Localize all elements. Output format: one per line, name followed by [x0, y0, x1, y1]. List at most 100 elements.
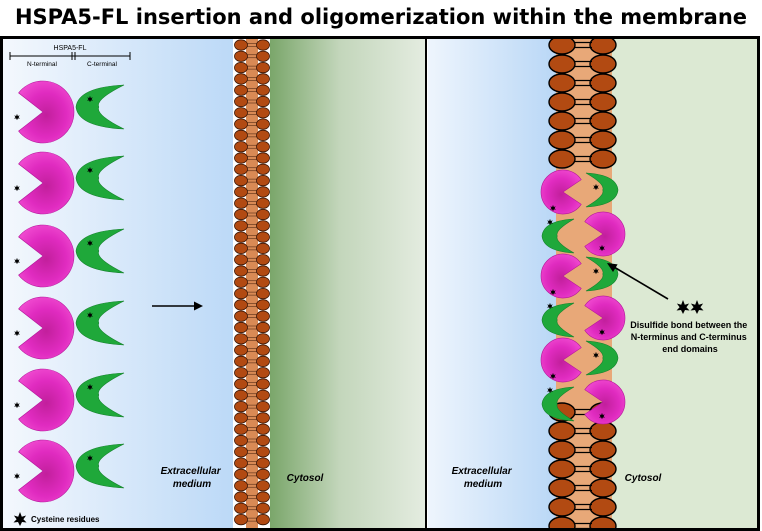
right-panel: Disulfide bond between the N-terminus an… [428, 36, 758, 531]
lipid-head-inner [589, 92, 617, 112]
lipid-head-left [234, 434, 248, 447]
lipid-head-outer [548, 516, 576, 531]
figure-frame [0, 36, 760, 531]
lipid-head-left [234, 333, 248, 345]
lipid-head-left [234, 513, 248, 526]
lipid-head-right [256, 208, 270, 221]
lipid-head-right [256, 220, 270, 232]
cysteine-residue-icon [87, 239, 93, 247]
lipid-head-left [234, 423, 248, 435]
n-terminal-domain [18, 151, 75, 215]
insertion-arrow [152, 301, 203, 311]
lipid-head-left [234, 355, 248, 367]
cytosol-label-left: Cytosol [287, 473, 324, 484]
lipid-head-right [256, 39, 270, 51]
cysteine-residue-icon [87, 383, 93, 391]
scale-bar-label: HSPA5-FL [54, 45, 87, 52]
lipid-head-outer [548, 130, 576, 150]
cysteine-residue-icon [550, 372, 556, 380]
disulfide-star-icon [676, 300, 690, 314]
lipid-head-right [256, 412, 270, 424]
lipid-head-right [256, 355, 270, 367]
lipid-head-inner [589, 73, 617, 93]
cytosol-region-right [612, 39, 758, 528]
c-terminal-domain [585, 172, 619, 208]
lipid-head-outer [548, 478, 576, 498]
lipid-head-right [256, 310, 270, 322]
n-terminal-domain [584, 379, 626, 425]
disulfide-annotation: Disulfide bond between the N-terminus an… [630, 320, 750, 354]
lipid-head-left [234, 129, 248, 142]
lipid-head-outer [548, 92, 576, 112]
lipid-head-right [256, 50, 270, 62]
lipid-head-outer [548, 440, 576, 460]
lipid-head-right [256, 152, 270, 164]
lipid-head-right [256, 186, 270, 198]
cysteine-residue-icon [599, 244, 605, 252]
cysteine-residue-icon [593, 267, 599, 275]
c-terminal-label: C-terminal [87, 61, 118, 68]
cysteine-residue-icon [599, 328, 605, 336]
lipid-head-right [256, 299, 270, 311]
lipid-head-left [234, 50, 248, 62]
lipid-head-inner [589, 516, 617, 531]
lipid-head-right [256, 502, 270, 514]
lipid-head-left [234, 389, 248, 401]
c-terminal-domain [75, 300, 125, 346]
lipid-head-left [234, 378, 248, 390]
n-terminal-domain [540, 253, 582, 299]
lipid-head-right [256, 231, 270, 243]
lipid-head-right [256, 107, 270, 119]
lipid-head-left [234, 491, 248, 503]
lipid-head-right [256, 367, 270, 379]
lipid-head-right [256, 242, 270, 254]
lipid-head-left [234, 480, 248, 492]
c-terminal-domain [541, 218, 575, 254]
lipid-head-right [256, 513, 270, 526]
lipid-head-outer [548, 459, 576, 479]
n-terminal-domain [584, 295, 626, 341]
lipid-head-right [256, 62, 270, 74]
lipid-head-left [234, 367, 248, 379]
lipid-head-right [256, 468, 270, 480]
lipid-head-outer [548, 73, 576, 93]
extracellular-line2: medium [464, 479, 502, 490]
cysteine-residue-icon [87, 311, 93, 319]
n-terminal-domain [18, 439, 75, 503]
hspa5-monomers [14, 80, 125, 503]
lipid-bilayer-left [234, 39, 270, 528]
lipid-head-inner [589, 149, 617, 169]
lipid-head-left [234, 446, 248, 458]
membrane-core-left [246, 39, 258, 528]
lipid-head-outer [548, 497, 576, 517]
cysteine-residue-icon [599, 412, 605, 420]
annotation-line1: Disulfide bond between the [630, 320, 747, 330]
n-terminal-domain [18, 224, 75, 288]
lipid-head-outer [548, 54, 576, 74]
lipid-head-left [234, 152, 248, 164]
cysteine-residue-icon [87, 454, 93, 462]
annotation-line2: N-terminus and C-terminus [631, 332, 747, 342]
cysteine-residue-icon [547, 302, 553, 310]
c-terminal-domain [541, 302, 575, 338]
lipid-head-right [256, 265, 270, 277]
cysteine-residue-icon [14, 329, 20, 337]
cysteine-residue-icon [14, 184, 20, 192]
c-terminal-domain [75, 443, 125, 489]
cysteine-residue-icon [550, 288, 556, 296]
lipid-head-right [256, 84, 270, 96]
n-terminal-label: N-terminal [27, 61, 58, 68]
cysteine-residue-icon [87, 95, 93, 103]
lipid-head-left [234, 208, 248, 221]
lipid-head-right [256, 254, 270, 266]
lipid-head-outer [548, 111, 576, 131]
lipid-head-right [256, 163, 270, 175]
lipid-head-right [256, 400, 270, 413]
cysteine-residue-icon [547, 218, 553, 226]
lipid-head-right [256, 175, 270, 187]
lipid-head-left [234, 242, 248, 254]
cysteine-residue-icon [14, 401, 20, 409]
cysteine-residue-icon [547, 386, 553, 394]
n-terminal-domain [18, 368, 75, 432]
extracellular-label-right: Extracellular medium [452, 466, 515, 490]
